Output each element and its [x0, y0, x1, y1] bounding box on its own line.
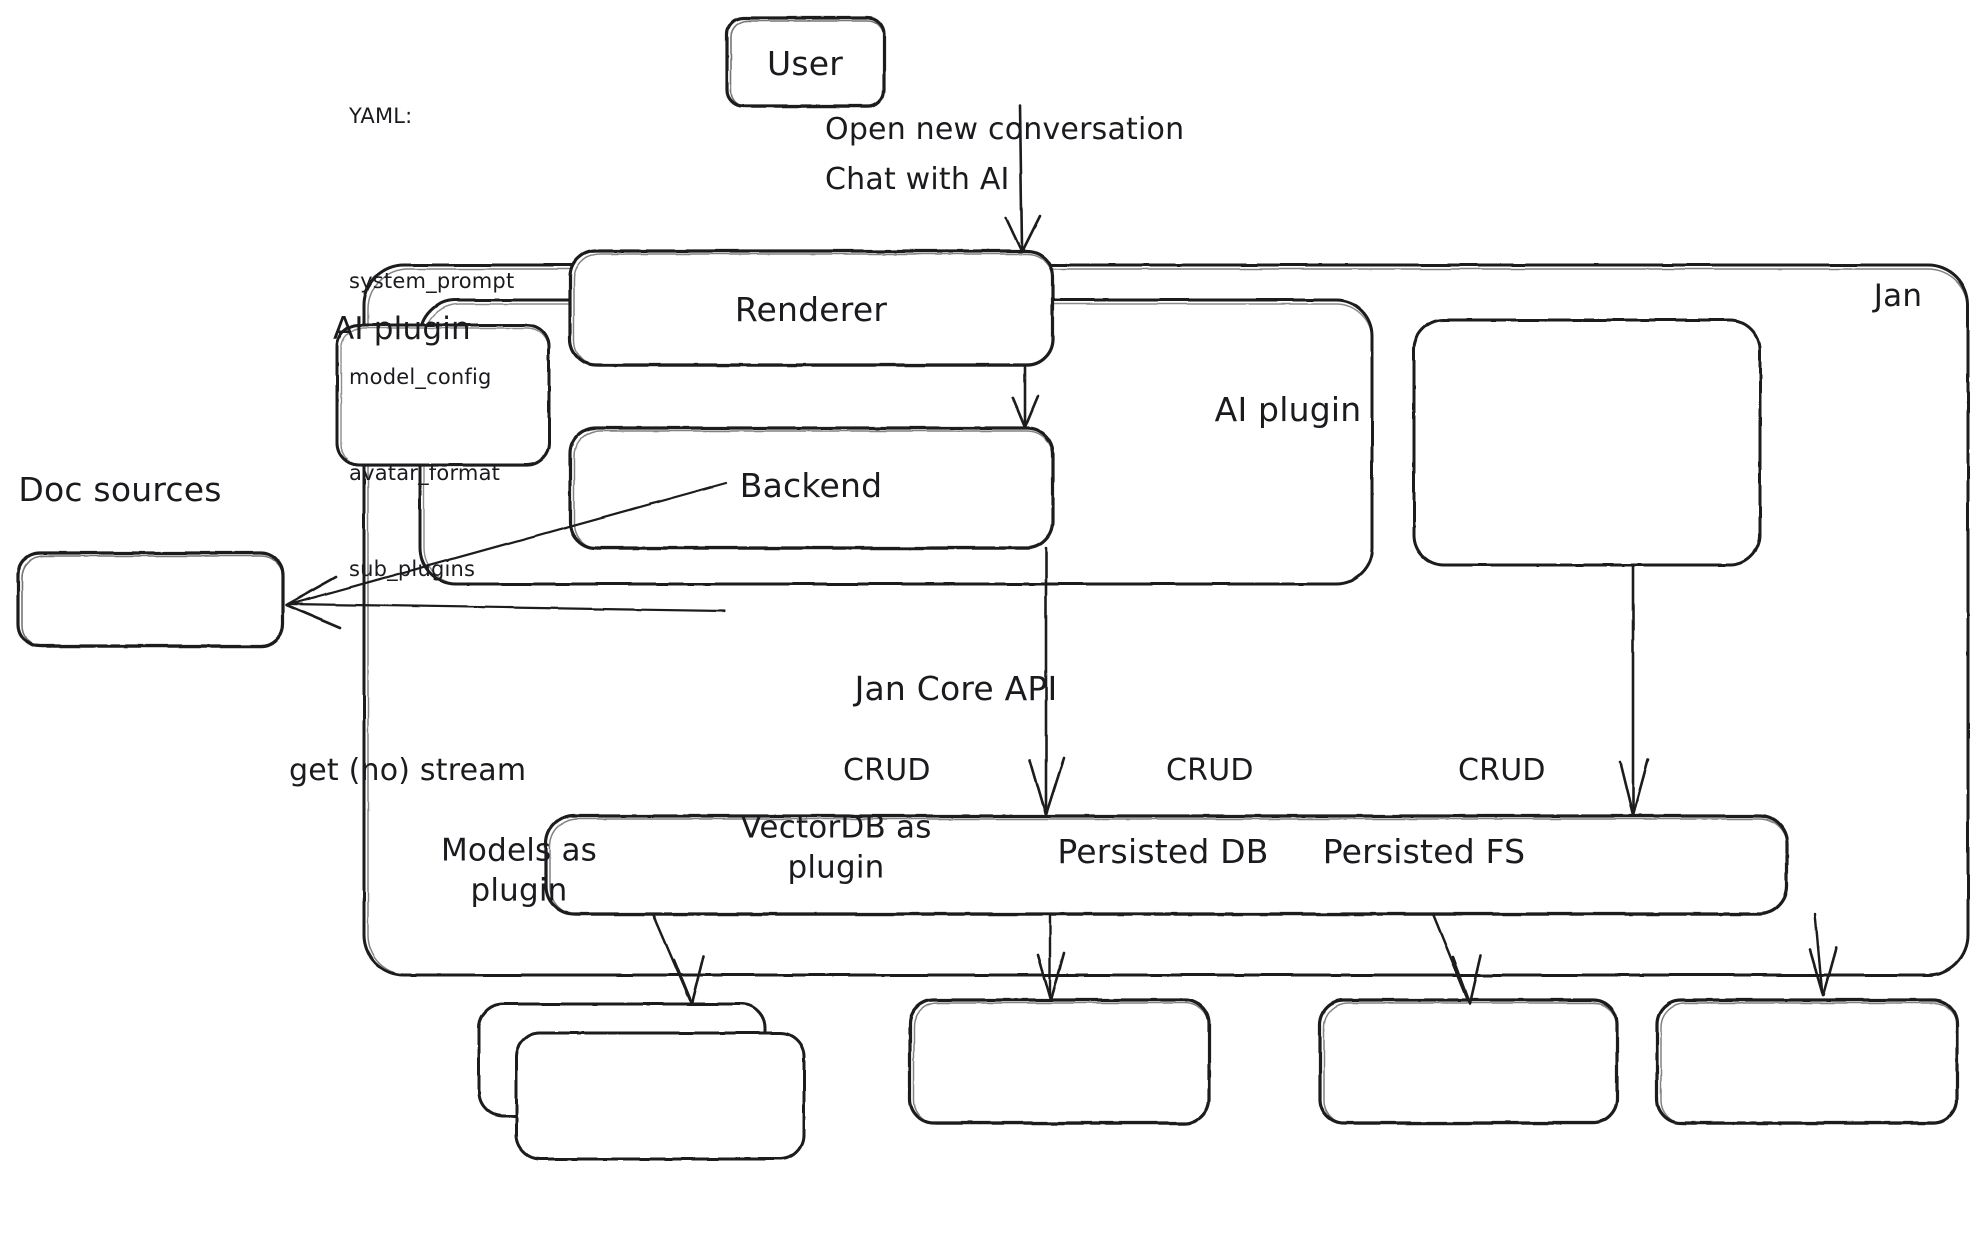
node-persisted-db-border: [1318, 998, 1619, 1125]
yaml-card-border: [335, 323, 551, 467]
edge-backend-to-doc-sources: [284, 481, 728, 630]
edge-renderer-to-backend: [1011, 364, 1040, 429]
node-persisted-fs-border: [1655, 998, 1959, 1125]
node-backend-border: [568, 426, 1055, 550]
edge-core-to-models: [651, 912, 706, 1006]
edge-backend-to-core: [1028, 546, 1066, 817]
edge-core-to-vectordb: [1036, 912, 1066, 1002]
node-ai-plugin-border: [1412, 318, 1762, 567]
edge-user-to-renderer: [1004, 104, 1042, 254]
node-user-border: [725, 16, 886, 108]
edge-core-to-persisted-fs: [1808, 912, 1838, 997]
node-models-plugin-border-front: [514, 1031, 806, 1161]
node-doc-sources-border: [16, 551, 285, 648]
edge-core-to-persisted-db: [1431, 912, 1483, 1005]
node-jan-core-api-border: [544, 814, 1789, 916]
node-vectordb-plugin-border: [908, 998, 1211, 1125]
node-renderer-border: [568, 249, 1055, 367]
edge-ai-plugin-to-core: [1618, 563, 1650, 817]
